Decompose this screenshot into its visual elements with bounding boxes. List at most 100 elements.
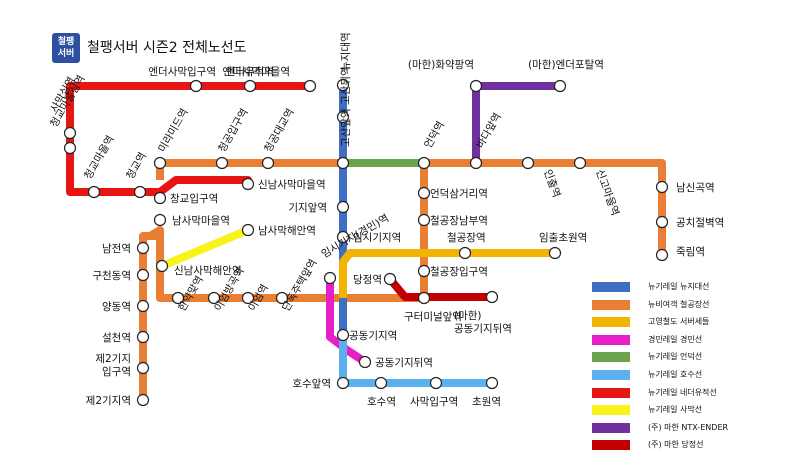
station-marker[interactable] [275,291,289,305]
legend-label: 뉴기레일 네더유적선 [648,387,717,397]
station-marker[interactable] [153,156,167,170]
station-marker[interactable] [383,272,397,286]
station-marker[interactable] [521,156,535,170]
legend-swatch [592,440,630,451]
legend-item: 뉴기레일 네더유적선 [592,386,792,404]
station-label: 남사막해안역 [258,224,316,237]
station-label: (마한)엔더포탈역 [528,58,604,71]
station-label: 호수역 [367,396,396,408]
station-marker[interactable] [655,248,669,262]
station-marker[interactable] [655,180,669,194]
station-marker[interactable] [136,268,150,282]
station-label: 제2기지역 [86,395,131,407]
station-label: 남사막마을역 [172,215,230,227]
station-marker[interactable] [87,185,101,199]
page-title: 철팽서버 시즌2 전체노선도 [87,40,247,56]
legend-swatch [592,422,630,433]
route-line-gyeongmin [326,278,368,366]
station-marker[interactable] [458,246,472,260]
legend-label: (주) 마한 NTX-ENDER [648,422,729,432]
station-marker[interactable] [303,79,317,93]
station-marker[interactable] [153,213,167,227]
station-label: 철공장남부역 [430,215,488,227]
station-marker[interactable] [336,328,350,342]
station-label: 신고마을역 [593,168,621,218]
station-label: 호수앞역 [292,378,331,390]
station-marker[interactable] [469,79,483,93]
station-label: 공치절벽역 [676,216,724,229]
station-marker[interactable] [485,376,499,390]
station-marker[interactable] [417,264,431,278]
legend-label: 뉴비여객 철공장선 [648,299,710,309]
station-marker[interactable] [189,79,203,93]
station-label: 남전역 [102,243,131,255]
legend-item: 고영철도 서버세들 [592,315,792,333]
station-label: 청교역 [124,150,149,181]
station-marker[interactable] [417,213,431,227]
station-marker[interactable] [417,291,431,305]
legend-item: 뉴비여객 철공장선 [592,298,792,316]
station-marker[interactable] [336,376,350,390]
station-label: 고산앞역 [340,108,352,147]
station-marker[interactable] [336,200,350,214]
station-marker[interactable] [469,156,483,170]
station-marker[interactable] [207,291,221,305]
legend-item: (주) 마한 당정선 [592,438,792,456]
station-marker[interactable] [136,393,150,407]
station-marker[interactable] [133,185,147,199]
station-marker[interactable] [358,355,372,369]
station-marker[interactable] [136,299,150,313]
station-marker[interactable] [417,156,431,170]
station-marker[interactable] [336,230,350,244]
station-marker[interactable] [241,291,255,305]
legend-swatch [592,405,630,416]
station-label: 기지앞역 [288,202,327,214]
station-label: 엔더유적역 [226,66,274,78]
station-marker[interactable] [261,156,275,170]
station-label: 고산뒤역 [340,66,352,105]
station-label: 엔더사막입구역 [148,65,216,78]
station-label: 남신곡역 [676,182,715,194]
station-marker[interactable] [374,376,388,390]
station-label: 설천역 [102,332,131,344]
station-label: 공동기지뒤역 [375,357,433,369]
station-marker[interactable] [553,79,567,93]
station-marker[interactable] [136,361,150,375]
legend-label: 고영철도 서버세들 [648,317,710,327]
station-marker[interactable] [417,186,431,200]
legend-label: 뉴기레일 사막선 [648,405,703,415]
station-label: 청공대교역 [262,107,297,155]
logo-text: 철팽 서버 [57,37,75,59]
station-marker[interactable] [155,259,169,273]
station-marker[interactable] [136,241,150,255]
station-marker[interactable] [573,156,587,170]
station-label: 신남사막마을역 [258,179,326,191]
station-marker[interactable] [336,156,350,170]
station-label: 임출초원역 [539,231,587,244]
station-marker[interactable] [171,291,185,305]
station-marker[interactable] [215,156,229,170]
station-marker[interactable] [485,290,499,304]
station-marker[interactable] [63,126,77,140]
station-label: 언덕역 [422,119,447,150]
station-marker[interactable] [323,271,337,285]
station-marker[interactable] [336,78,350,92]
station-marker[interactable] [429,376,443,390]
station-marker[interactable] [336,110,350,124]
route-line-hanpo [147,159,428,302]
station-marker[interactable] [655,215,669,229]
station-marker[interactable] [63,141,77,155]
station-marker[interactable] [136,330,150,344]
station-marker[interactable] [241,223,255,237]
station-label: 청교마을역 [82,134,117,182]
station-label: 철공장입구역 [430,265,488,278]
station-marker[interactable] [548,246,562,260]
station-marker[interactable] [153,191,167,205]
station-marker[interactable] [243,79,257,93]
station-marker[interactable] [241,177,255,191]
station-label: 미라미드역 [156,107,191,155]
station-label: 철공장역 [447,232,486,244]
